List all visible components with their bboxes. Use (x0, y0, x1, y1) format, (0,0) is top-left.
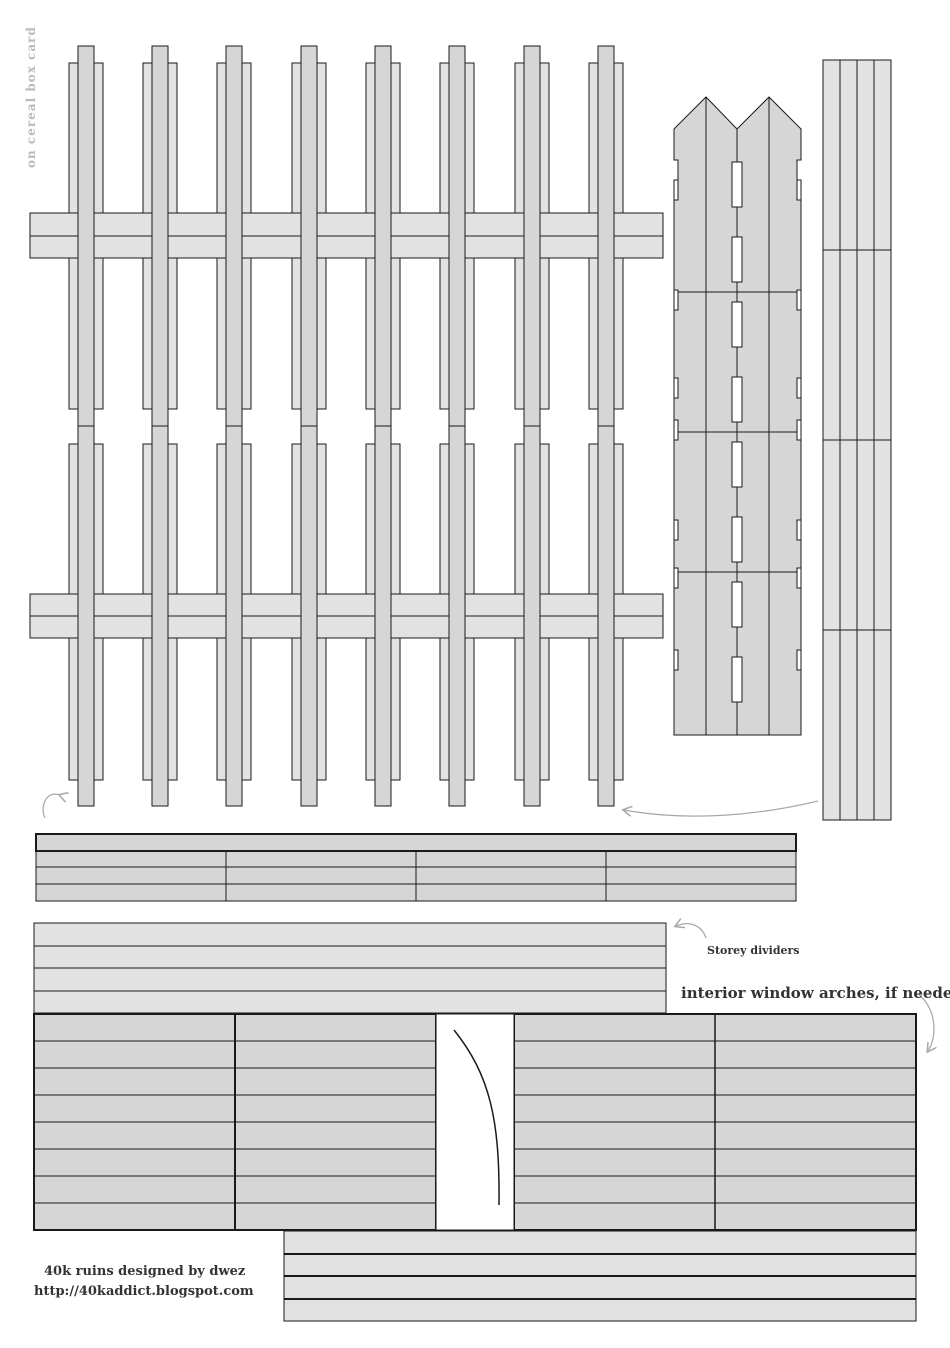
arches-label: interior window arches, if needed (681, 984, 950, 1002)
slot (731, 516, 743, 563)
tower-wall-piece (673, 96, 802, 736)
slot (731, 301, 743, 348)
small-strip-grid (35, 833, 797, 902)
credit-line: 40k ruins designed by dwez (44, 1264, 246, 1279)
edge-notch (796, 649, 802, 671)
arch-grid (33, 1013, 917, 1231)
side-note: on cereal box card (24, 26, 38, 168)
strip-top-row (35, 833, 797, 852)
slot (731, 656, 743, 703)
edge-notch (673, 289, 679, 311)
slot (731, 441, 743, 488)
guide-arrows (42, 794, 934, 1051)
edge-notch (673, 419, 679, 441)
arrow-column-icon (624, 800, 819, 817)
edge-notch (796, 419, 802, 441)
edge-notch (673, 567, 679, 589)
bottom-strips (283, 1230, 917, 1322)
slot (731, 581, 743, 628)
credit-url: http://40kaddict.blogspot.com (34, 1284, 254, 1299)
arch-template (435, 1013, 515, 1231)
edge-notch (673, 377, 679, 399)
slot (731, 236, 743, 283)
arrow-storey-icon (676, 924, 707, 939)
storey-dividers (33, 922, 667, 1014)
arrow-arches-icon (917, 993, 934, 1051)
slot (731, 376, 743, 423)
edge-notch (673, 649, 679, 671)
arrow-left-icon (42, 794, 60, 819)
corner-strip-columns (822, 59, 892, 821)
storey-dividers-label: Storey dividers (707, 944, 800, 957)
edge-notch (796, 289, 802, 311)
edge-notch (796, 567, 802, 589)
edge-notch (796, 519, 802, 541)
edge-notch (796, 377, 802, 399)
arch-curve (453, 1029, 500, 1206)
slot (731, 161, 743, 208)
wall-grid (29, 45, 664, 807)
edge-notch (673, 519, 679, 541)
edge-notch (796, 179, 802, 201)
edge-notch (673, 179, 679, 201)
